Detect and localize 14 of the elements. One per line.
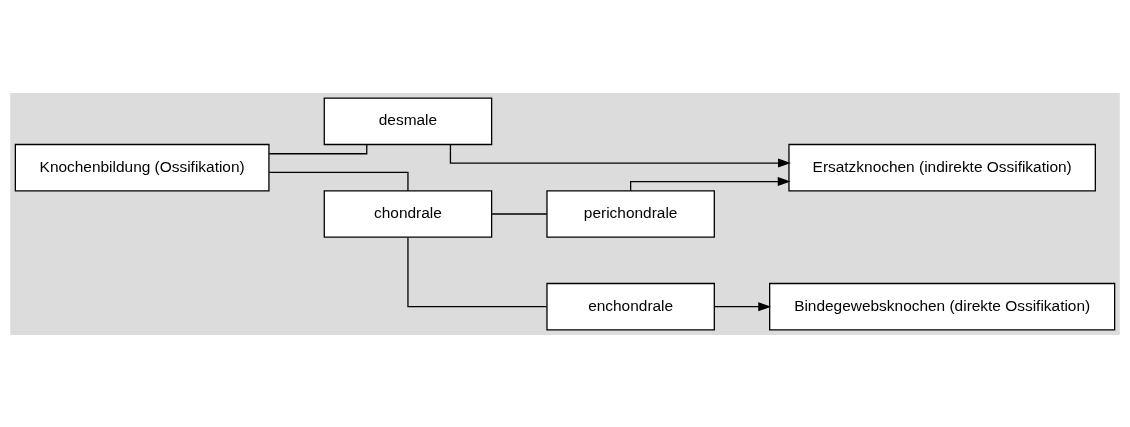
node-box: Ersatzknochen (indirekte Ossifikation) — [788, 143, 1096, 191]
node-box: Bindegewebsknochen (direkte Ossifikation) — [769, 282, 1116, 330]
node-box: enchondrale — [546, 282, 715, 330]
node-box: desmale — [323, 97, 493, 145]
arrow — [713, 301, 772, 311]
arrow — [630, 176, 791, 191]
connector — [268, 143, 368, 154]
node-box: chondrale — [323, 189, 493, 238]
connector — [268, 171, 409, 191]
node-box: perichondrale — [546, 189, 715, 238]
arrow — [449, 143, 791, 168]
connector — [491, 212, 548, 215]
node-box: Knochenbildung (Ossifikation) — [14, 143, 270, 191]
connector — [407, 236, 548, 307]
